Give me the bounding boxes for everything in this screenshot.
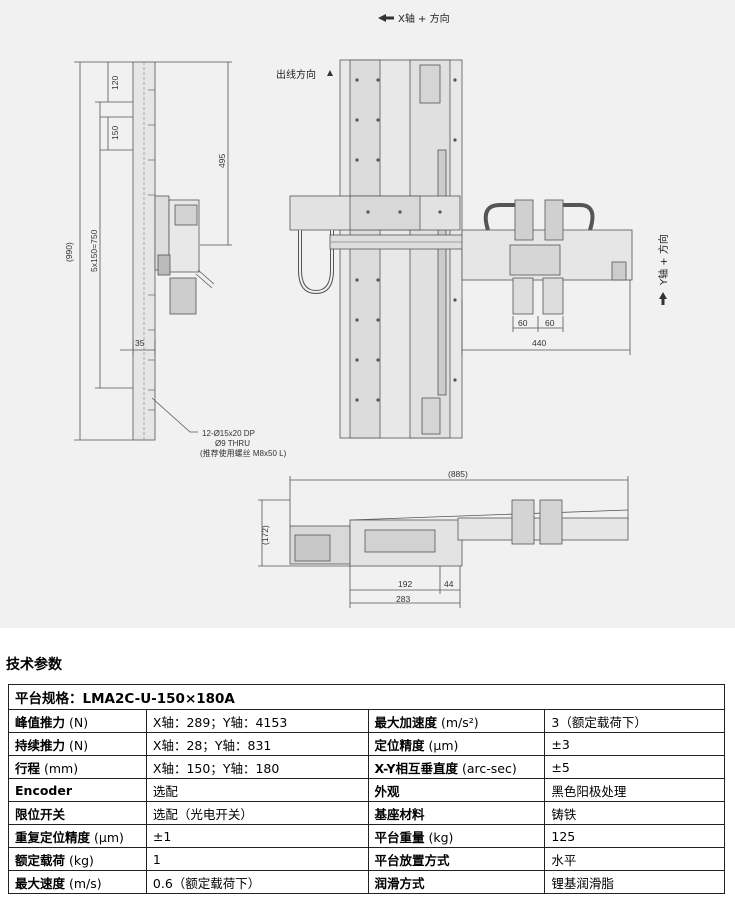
spec-key-label: X-Y相互垂直度	[374, 760, 459, 776]
dim-283: 283	[396, 594, 410, 604]
spec-title: 平台规格：LMA2C-U-150×180A	[8, 684, 725, 710]
spec-value: 选配	[145, 778, 369, 802]
spec-key-unit: (μm)	[90, 829, 124, 845]
dim-750: 5x150=750	[89, 229, 99, 272]
spec-key: 重复定位精度 (μm)	[8, 824, 147, 848]
spec-row: 限位开关 选配（光电开关） 基座材料 铸铁	[8, 801, 725, 825]
spec-key: 额定载荷 (kg)	[8, 847, 147, 871]
dim-172: (172)	[260, 525, 270, 545]
spec-key-unit: (N)	[65, 737, 89, 753]
spec-value: ±1	[145, 824, 369, 848]
spec-key: X-Y相互垂直度 (arc-sec)	[367, 755, 546, 779]
spec-value: 1	[145, 847, 369, 871]
spec-key-label: 平台放置方式	[374, 852, 450, 868]
spec-value: 黑色阳极处理	[544, 778, 725, 802]
spec-value: 0.6（额定载荷下）	[145, 870, 369, 894]
spec-key-unit: (m/s²)	[437, 714, 479, 730]
hole-note-3: (推荐使用螺丝 M8x50 L)	[200, 448, 287, 458]
spec-key: 平台放置方式	[367, 847, 546, 871]
dim-44: 44	[444, 579, 454, 589]
spec-key-unit: (kg)	[65, 852, 94, 868]
spec-key: 平台重量 (kg)	[367, 824, 546, 848]
spec-key-label: 润滑方式	[374, 875, 425, 891]
spec-key-unit: (m/s)	[65, 875, 102, 891]
spec-key: 行程 (mm)	[8, 755, 147, 779]
dim-60-b: 60	[545, 318, 555, 328]
spec-key: 外观	[367, 778, 546, 802]
dim-440: 440	[532, 338, 546, 348]
spec-row: Encoder 选配外观 黑色阳极处理	[8, 778, 725, 802]
spec-key: 基座材料	[367, 801, 546, 825]
spec-key-label: 限位开关	[15, 806, 66, 822]
spec-key: 定位精度 (μm)	[367, 732, 546, 756]
spec-key: 最大速度 (m/s)	[8, 870, 147, 894]
spec-value: ±3	[544, 732, 725, 756]
spec-key-label: 平台重量	[374, 829, 425, 845]
spec-key: 峰值推力 (N)	[8, 709, 147, 733]
spec-key: 润滑方式	[367, 870, 546, 894]
hole-note-1: 12-Ø15x20 DP	[202, 429, 255, 438]
spec-key-label: 定位精度	[374, 737, 425, 753]
spec-value: 铸铁	[544, 801, 725, 825]
spec-value: X轴：289；Y轴：4153	[145, 709, 369, 733]
spec-table: 平台规格：LMA2C-U-150×180A 峰值推力 (N)X轴：289；Y轴：…	[8, 684, 725, 894]
spec-value: 选配（光电开关）	[145, 801, 369, 825]
spec-key-unit: (arc-sec)	[458, 760, 517, 776]
x-direction-label: X轴 + 方向	[398, 12, 450, 25]
spec-key-label: 外观	[374, 783, 400, 799]
spec-key: 限位开关	[8, 801, 147, 825]
spec-key-unit: (kg)	[424, 829, 454, 845]
dim-192: 192	[398, 579, 412, 589]
spec-key-label: 行程	[15, 760, 41, 776]
spec-key-label: 持续推力	[15, 737, 66, 753]
dim-495: 495	[217, 154, 227, 168]
spec-key: Encoder	[8, 778, 147, 802]
spec-key-label: Encoder	[15, 782, 73, 798]
dim-150: 150	[110, 126, 120, 140]
spec-value: 锂基润滑脂	[544, 870, 725, 894]
cable-direction-label: 出线方向	[276, 68, 316, 81]
dim-60-a: 60	[518, 318, 528, 328]
spec-row: 最大速度 (m/s)0.6（额定载荷下）润滑方式锂基润滑脂	[8, 870, 725, 894]
spec-value: X轴：150；Y轴：180	[145, 755, 369, 779]
spec-value: 水平	[544, 847, 725, 871]
spec-key-label: 重复定位精度	[15, 829, 91, 845]
spec-key: 最大加速度 (m/s²)	[367, 709, 546, 733]
spec-value: 3（额定载荷下）	[544, 709, 725, 733]
spec-value: X轴：28；Y轴：831	[145, 732, 369, 756]
dim-120: 120	[110, 76, 120, 90]
spec-key-unit: (N)	[65, 714, 89, 730]
dim-35: 35	[135, 338, 145, 348]
dim-885: (885)	[448, 469, 468, 479]
spec-key-unit: (mm)	[40, 760, 79, 776]
spec-key-label: 最大加速度	[374, 714, 438, 730]
spec-title-row: 平台规格：LMA2C-U-150×180A	[8, 684, 725, 710]
technical-drawing: X轴 + 方向 出线方向 Y轴 + 方向 120 150 495 (990) 5…	[0, 0, 735, 628]
spec-key-label: 最大速度	[15, 875, 66, 891]
y-direction-label: Y轴 + 方向	[657, 234, 670, 286]
spec-key-unit: (μm)	[424, 737, 459, 753]
drawing-svg: X轴 + 方向 出线方向 Y轴 + 方向 120 150 495 (990) 5…	[64, 12, 670, 608]
hole-note-2: Ø9 THRU	[215, 439, 250, 448]
spec-key: 持续推力 (N)	[8, 732, 147, 756]
dim-990: (990)	[64, 242, 74, 262]
spec-key-label: 额定载荷	[15, 852, 66, 868]
spec-value: ±5	[544, 755, 725, 779]
spec-key-label: 峰值推力	[15, 714, 66, 730]
spec-key-label: 基座材料	[374, 806, 425, 822]
spec-value: 125	[544, 824, 725, 848]
section-title: 技术参数	[6, 657, 62, 673]
